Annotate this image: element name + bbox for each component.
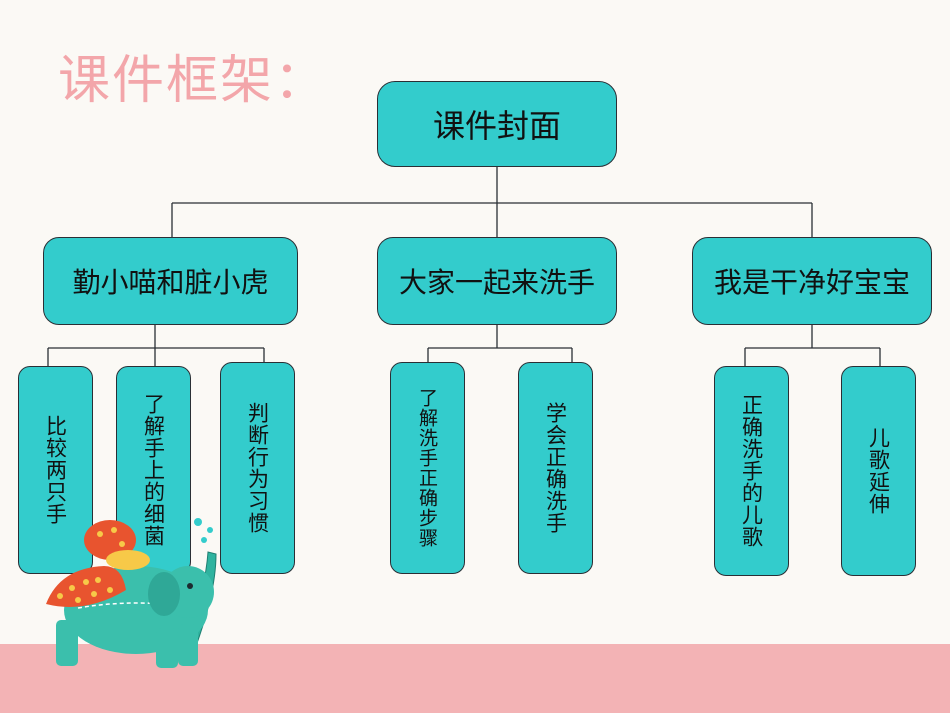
leaf-node-3-1: 正确洗手的儿歌 [714,366,789,576]
leaf-node-1-2-label: 了解手上的细菌 [141,393,166,547]
slide-title: 课件框架： [58,51,329,111]
leaf-node-3-2-label: 儿歌延伸 [866,427,891,515]
section-node-1: 勤小喵和脏小虎 [43,237,298,325]
root-node: 课件封面 [377,81,617,167]
leaf-node-1-3: 判断行为习惯 [220,362,295,574]
leaf-node-3-1-label: 正确洗手的儿歌 [739,394,764,548]
elephant-illustration [46,518,217,668]
section-node-3: 我是干净好宝宝 [692,237,932,325]
section-node-2-label: 大家一起来洗手 [398,266,595,299]
leaf-node-3-2: 儿歌延伸 [841,366,916,576]
section-node-1-label: 勤小喵和脏小虎 [72,266,269,299]
leaf-node-1-3-label: 判断行为习惯 [245,402,270,534]
leaf-node-1-1: 比较两只手 [18,366,93,574]
section-node-2: 大家一起来洗手 [377,237,617,325]
section-node-3-label: 我是干净好宝宝 [713,266,910,299]
leaf-node-1-1-label: 比较两只手 [43,415,68,525]
leaf-node-2-2-label: 学会正确洗手 [543,402,568,534]
root-node-label: 课件封面 [432,107,561,145]
leaf-node-2-2: 学会正确洗手 [518,362,593,574]
leaf-node-2-1: 了解洗手正确步骤 [390,362,465,574]
leaf-node-2-1-label: 了解洗手正确步骤 [416,388,438,548]
